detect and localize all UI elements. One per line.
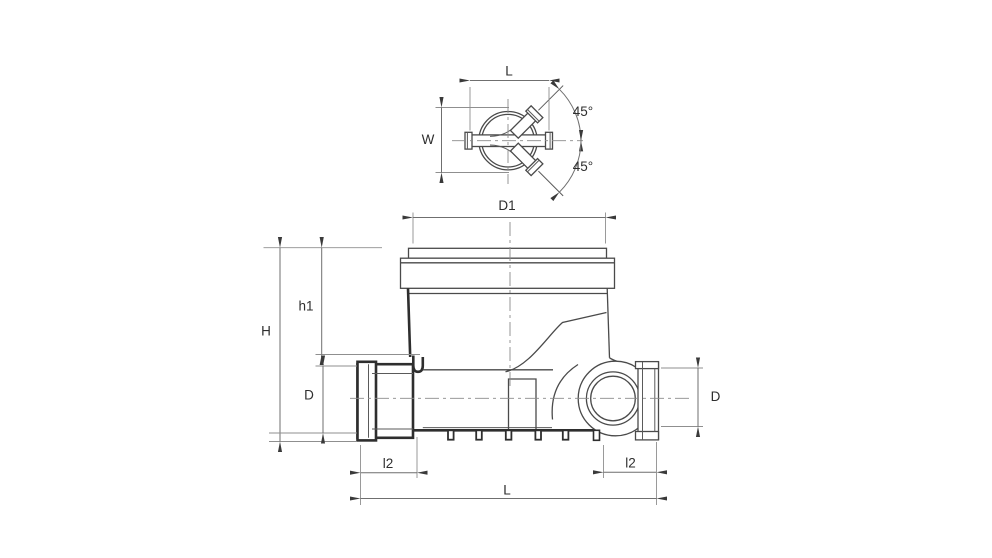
front-dim-l2-outlet: l2 bbox=[592, 445, 668, 478]
plan-branch-upper-socket bbox=[524, 104, 544, 124]
front-dim-L: L bbox=[349, 442, 668, 505]
front-base-ribs bbox=[447, 429, 601, 442]
front-dim-D1-label: D1 bbox=[498, 198, 515, 213]
front-top-collar bbox=[399, 247, 616, 295]
plan-dim-L-label: L bbox=[505, 64, 513, 79]
plan-dim-W-label: W bbox=[422, 132, 435, 147]
front-dim-l2-inlet-label: l2 bbox=[383, 456, 394, 471]
front-inlet-socket-mouth-ring bbox=[356, 360, 378, 442]
front-view: D1 H h1 D D bbox=[261, 198, 721, 505]
plan-dim-W: W bbox=[422, 96, 509, 184]
front-dim-D-inlet: D bbox=[269, 355, 357, 444]
front-dim-l2-outlet-label: l2 bbox=[625, 456, 636, 471]
front-dim-h1-label: h1 bbox=[298, 299, 313, 314]
front-sweep-support-rib bbox=[507, 378, 537, 429]
plan-view: L W 45° 45° bbox=[422, 64, 593, 202]
front-outlet-socket bbox=[634, 360, 660, 441]
plan-dim-angles: 45° 45° bbox=[550, 80, 593, 202]
plan-dim-L: L bbox=[459, 64, 560, 131]
front-outlet-socket-body bbox=[637, 361, 660, 441]
plan-angle-lower-label: 45° bbox=[573, 159, 593, 174]
front-dim-l2-inlet: l2 bbox=[349, 437, 428, 478]
front-collar-rim bbox=[407, 247, 608, 259]
plan-angle-upper-label: 45° bbox=[573, 104, 593, 119]
front-dim-D1: D1 bbox=[402, 198, 617, 244]
front-elbow-heel-curve bbox=[551, 363, 579, 420]
front-body-wall-right bbox=[606, 288, 611, 358]
front-dim-h1: h1 bbox=[298, 236, 420, 366]
plan-branch-lower bbox=[509, 142, 564, 197]
front-inlet-socket bbox=[356, 360, 415, 442]
front-dim-L-label: L bbox=[503, 483, 511, 498]
front-dim-H-label: H bbox=[261, 324, 271, 339]
front-dim-D-outlet-label: D bbox=[711, 389, 721, 404]
front-dim-D-inlet-label: D bbox=[304, 388, 314, 403]
plan-angle-arc-lower bbox=[550, 129, 584, 202]
front-internal-sweep bbox=[505, 311, 607, 373]
plan-branch-upper bbox=[509, 85, 564, 140]
front-gutter-wall bbox=[412, 355, 425, 374]
front-outlet-socket-flange-bottom bbox=[634, 430, 660, 441]
front-outlet-socket-flange-top bbox=[634, 360, 660, 370]
front-body-wall-left bbox=[406, 288, 412, 358]
plan-branch-lower-socket bbox=[524, 157, 544, 177]
front-dim-D-outlet: D bbox=[661, 357, 721, 438]
